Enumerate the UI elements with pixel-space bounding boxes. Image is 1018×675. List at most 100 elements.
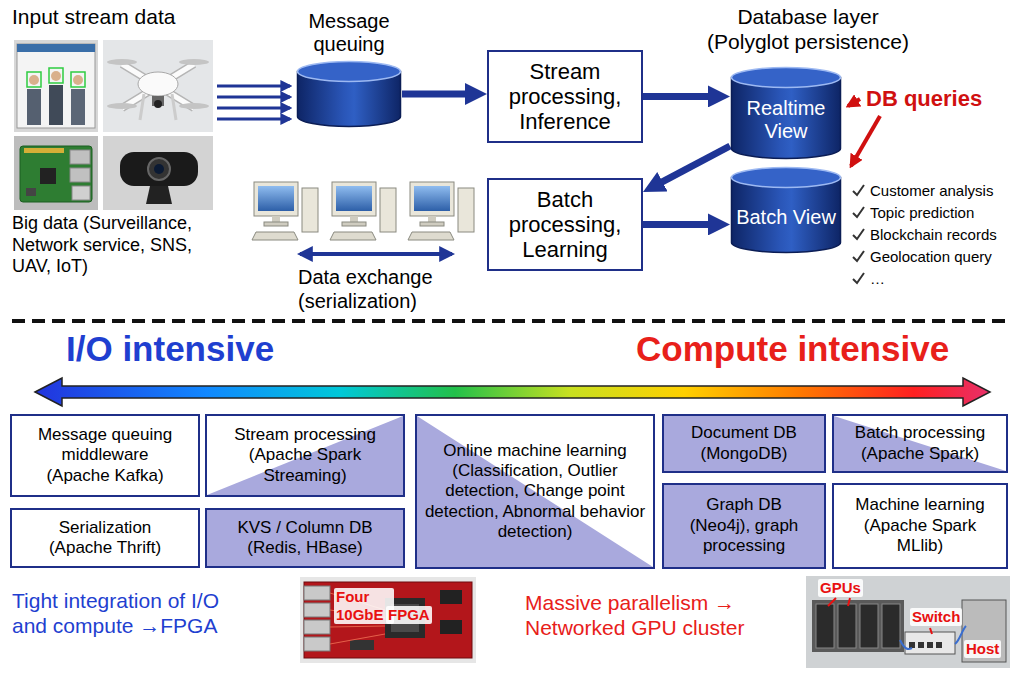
gpu-cluster-photo-part <box>909 642 915 648</box>
fpga-board-photo <box>300 577 476 663</box>
computer-icon-part <box>264 222 288 226</box>
webcam-photo-part <box>146 186 172 204</box>
surveillance-photo-part <box>51 71 61 81</box>
raspberry-pi-photo <box>14 136 98 210</box>
technology-box: KVS / Column DB(Redis, HBase) <box>205 508 405 568</box>
queue-heading: Message queuing <box>290 10 408 56</box>
box-text: (Redis, HBase) <box>213 538 397 558</box>
photo-callout-box: FPGA <box>386 606 432 624</box>
spectrum-arrow <box>35 378 990 406</box>
approach-note-box: Massive parallelism → Networked GPU clus… <box>525 590 797 640</box>
cylinder-body <box>732 178 841 253</box>
fpga-board-photo-part <box>304 620 330 634</box>
fpga-board-photo-part <box>440 620 462 634</box>
section-title-box: Input stream data <box>12 4 175 29</box>
query-label: DB queries <box>866 86 982 112</box>
gpu-cluster-photo <box>806 576 1010 668</box>
surveillance-photo-part <box>71 89 85 125</box>
drone-photo-part <box>179 59 209 65</box>
computer-icon-part <box>380 188 396 232</box>
photo-callout: FPGA <box>386 606 432 624</box>
computer-icon-part <box>258 186 294 211</box>
drone-photo-part <box>140 94 176 120</box>
surveillance-photo-part <box>73 75 83 85</box>
webcam-photo-part <box>148 158 170 180</box>
drone-photo-part <box>107 59 137 65</box>
axis-end-label-box: Compute intensive <box>636 328 949 370</box>
input-arrows <box>217 86 290 119</box>
box-shading <box>664 416 824 471</box>
source-caption: Big data (Surveillance, Network service,… <box>12 213 224 278</box>
computer-icon-part <box>252 232 298 240</box>
photo-callout: Switch <box>910 608 962 626</box>
drone-photo-part <box>138 72 178 96</box>
process-box: Batch processing, Learning <box>487 178 643 271</box>
box-text: Stream processing <box>213 425 397 445</box>
computer-icon-part <box>254 182 298 216</box>
box-text: Batch processing <box>840 423 1000 443</box>
raspberry-pi-photo-part <box>40 168 56 184</box>
fpga-board-photo-part <box>304 586 330 600</box>
raspberry-pi-photo-part <box>72 186 90 200</box>
computer-icon-part <box>410 182 454 216</box>
section-title: Input stream data <box>12 4 175 29</box>
gpu-cluster-photo-part <box>860 604 878 648</box>
computer-icon <box>408 182 474 240</box>
technology-box: Document DB(MongoDB) <box>662 414 826 473</box>
flow-arrow <box>402 91 477 98</box>
drone-photo-part <box>107 103 137 109</box>
query-arrows-part <box>851 116 880 166</box>
check-mark-part <box>853 207 864 217</box>
surveillance-photo-part <box>27 72 41 87</box>
box-text: Graph DB <box>670 495 818 515</box>
surveillance-photo-part <box>14 40 98 132</box>
technology-box: Machine learning(Apache Spark MLlib) <box>832 483 1008 569</box>
query-item-box: Blockchain records <box>870 226 997 244</box>
gpu-cluster-photo-part <box>900 626 966 649</box>
input-arrows-part <box>217 85 290 88</box>
drone-photo-part <box>122 64 194 108</box>
box-text: (Apache Thrift) <box>18 538 192 558</box>
technology-box: Online machine learning(Classification, … <box>415 414 655 569</box>
cylinder-body <box>732 78 841 159</box>
drone-photo-part <box>122 64 194 108</box>
layer-title-box: Database layer (Polyglot persistence) <box>697 4 919 54</box>
computer-icon-part <box>458 188 474 232</box>
gpu-cluster-photo-part <box>918 642 924 648</box>
query-item: Topic prediction <box>870 204 974 222</box>
check-mark <box>853 185 864 283</box>
raspberry-pi-photo-part <box>26 188 36 196</box>
box-text: Serialization <box>18 518 192 538</box>
box-text: (Neo4j), graph processing <box>670 516 818 557</box>
photo-callout: Host <box>964 640 1001 658</box>
box-shading <box>834 416 1006 471</box>
surveillance-photo-part <box>49 68 63 83</box>
computer-icon-part <box>342 222 366 226</box>
gpu-cluster-photo-part <box>816 604 834 648</box>
query-item: Customer analysis <box>870 182 993 200</box>
box-text: KVS / Column DB <box>213 518 397 538</box>
dashed-separator <box>12 319 1006 323</box>
approach-note-box: Tight integration of I/O and compute →FP… <box>12 588 252 638</box>
raspberry-pi-photo-part <box>24 148 64 153</box>
computer-icon-part <box>336 186 372 211</box>
box-shading <box>417 416 653 567</box>
raspberry-pi-photo-part <box>70 168 90 182</box>
technology-box: Graph DB(Neo4j), graph processing <box>662 483 826 569</box>
source-caption-box: Big data (Surveillance, Network service,… <box>12 213 224 278</box>
database-name: Realtime View <box>736 97 836 143</box>
exchange-arrow <box>300 252 452 256</box>
photo-callout-box: Four 10GbE <box>334 588 394 624</box>
fpga-board-photo-part <box>440 590 462 604</box>
surveillance-photo-part <box>27 89 41 125</box>
input-arrows-part <box>217 118 290 121</box>
box-text: (Apache Kafka) <box>18 466 192 486</box>
computer-icon <box>330 182 396 240</box>
box-text: Machine learning <box>840 495 1000 515</box>
gpu-cluster-photo-part <box>962 600 1006 662</box>
drone-photo-part <box>103 40 213 132</box>
query-item-box: Geolocation query <box>870 248 992 266</box>
computer-icon-part <box>332 182 376 216</box>
computer-icon <box>252 182 318 240</box>
